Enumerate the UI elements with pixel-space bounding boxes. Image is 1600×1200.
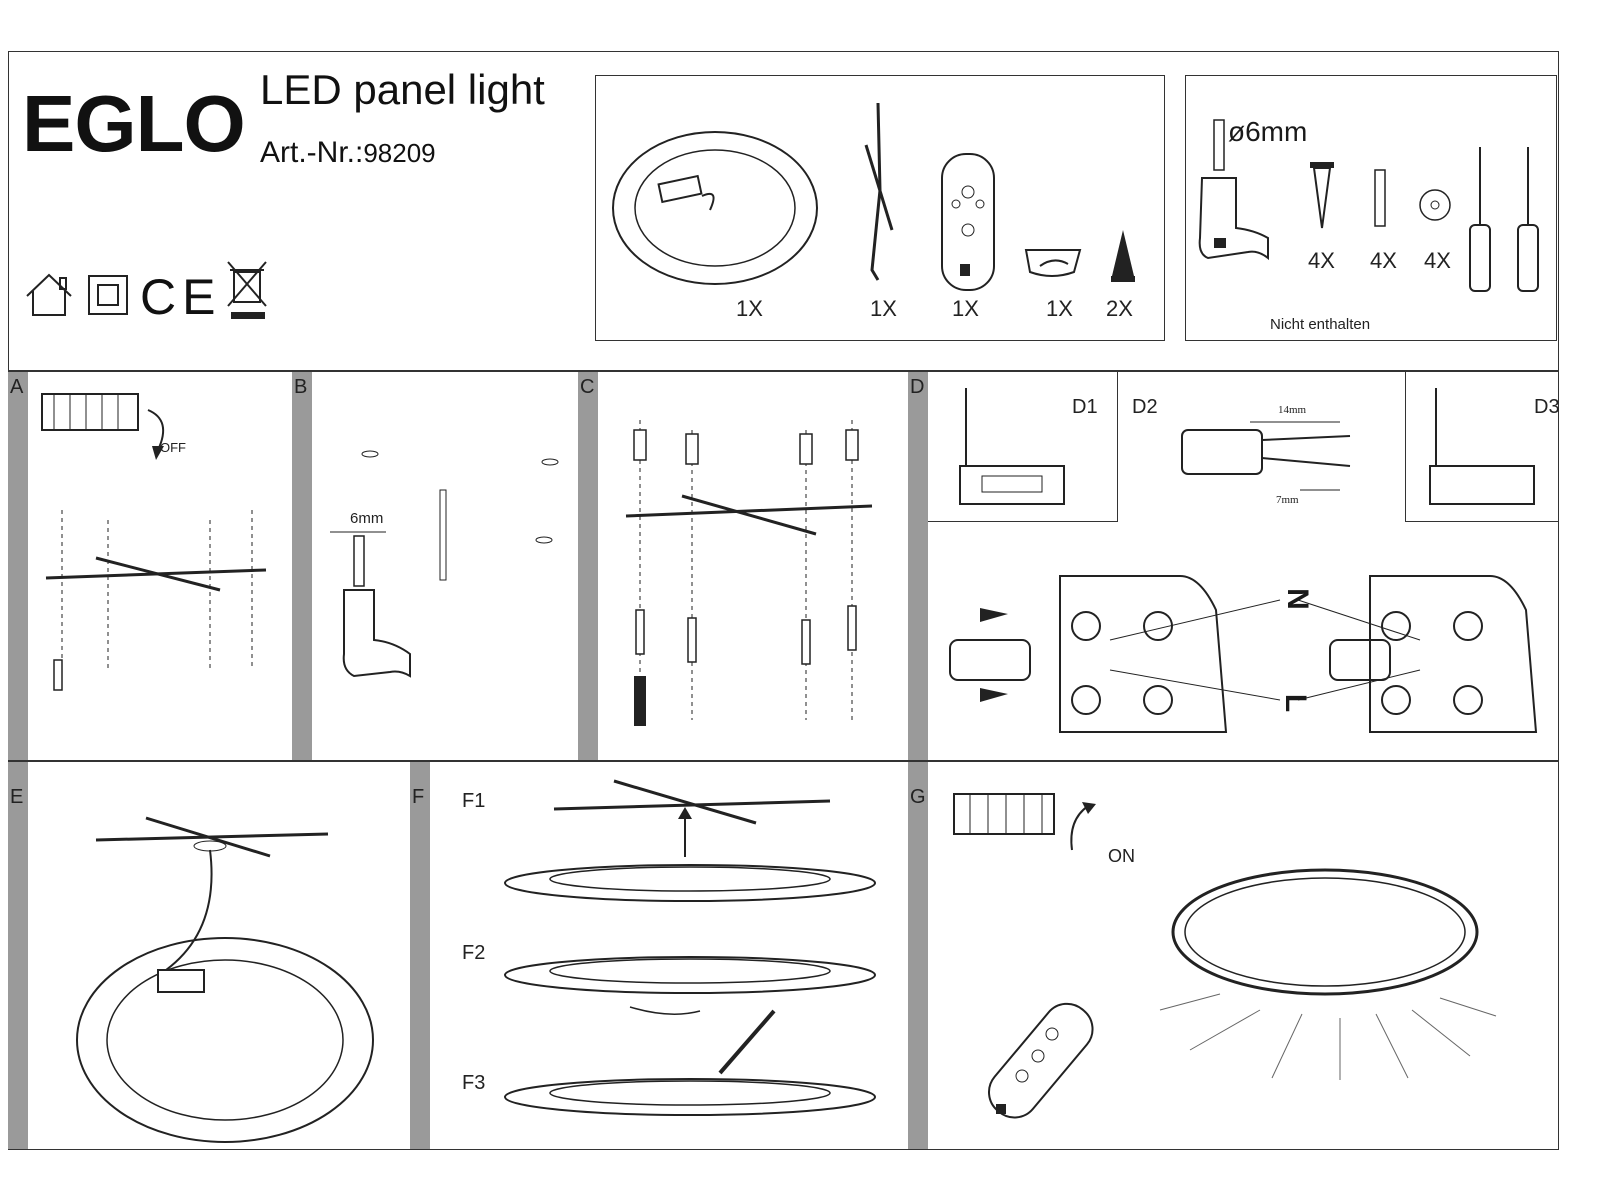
brand-logo: EGLO: [22, 79, 246, 168]
install-bracket-icon: [620, 410, 880, 726]
on-text: ON: [1108, 846, 1135, 866]
bracket-part-icon: [858, 100, 898, 285]
cable-clip-part-icon: [1022, 242, 1084, 282]
connect-panel-icon: [70, 810, 390, 1140]
step-c-letter: C: [580, 376, 595, 398]
d3-terminal-icon: [1422, 386, 1552, 514]
bracket-mark-holes-icon: [40, 500, 280, 700]
step-f-letter: F: [412, 786, 425, 808]
d3-box: [1405, 372, 1559, 522]
not-included-box: [1185, 75, 1557, 341]
article-label: Art.-Nr.:: [260, 136, 364, 169]
remote-control-icon: [980, 996, 1100, 1126]
product-title: LED panel light: [260, 66, 545, 113]
dowel-icon: [1372, 168, 1388, 228]
step-d-letter: D: [910, 376, 925, 398]
header-frame: [8, 51, 1559, 371]
drill-size-b: 6mm: [350, 510, 384, 527]
protection-class-2-icon: [88, 275, 128, 315]
ce-mark-icon: CE: [140, 269, 222, 325]
sidebar-b: [292, 372, 312, 760]
indoor-house-icon: [24, 272, 74, 318]
panel-part-icon: [610, 128, 820, 288]
washer-qty: 4X: [1424, 248, 1451, 273]
lit-panel-icon: [1150, 860, 1500, 1090]
parts-included-box: [595, 75, 1165, 341]
sidebar-a: [8, 372, 28, 760]
sidebar-e: [8, 762, 28, 1149]
screw-extra-icon: [1310, 162, 1334, 230]
clip-qty: 1X: [1046, 296, 1073, 321]
d2-label: D2: [1132, 396, 1158, 418]
screw-qty: 2X: [1106, 296, 1133, 321]
screw-extra-qty: 4X: [1308, 248, 1335, 273]
strip-long-label: 14mm: [1278, 404, 1307, 416]
screwdriver-cross-icon: [1514, 145, 1542, 295]
remote-control-part-icon: [940, 152, 996, 292]
breaker-on-icon: [952, 790, 1096, 890]
step-b-letter: B: [294, 376, 308, 398]
weee-bin-icon: [226, 258, 270, 319]
wiring-diagram: [950, 570, 1550, 740]
screwdriver-slot-icon: [1466, 145, 1494, 295]
sidebar-g: [908, 762, 928, 1149]
mount-panel-icon: [500, 775, 890, 1125]
remote-qty: 1X: [952, 296, 979, 321]
d1-terminal-icon: [952, 386, 1082, 514]
d1-label: D1: [1072, 396, 1098, 418]
d2-strip-cable-icon: [1180, 410, 1360, 510]
f1-label: F1: [462, 790, 486, 812]
terminal-n-label: N: [1280, 588, 1314, 610]
step-a-letter: A: [10, 376, 24, 398]
article-number: Art.-Nr.:98209: [260, 136, 436, 170]
terminal-l-label: L: [1279, 693, 1313, 713]
dowel-qty: 4X: [1370, 248, 1397, 273]
article-value: 98209: [363, 138, 436, 168]
screw-part-icon: [1111, 230, 1135, 282]
sidebar-f: [410, 762, 430, 1149]
breaker-off-icon: [40, 390, 190, 460]
f3-label: F3: [462, 1072, 486, 1094]
not-included-note: Nicht enthalten: [1270, 316, 1371, 333]
sidebar-c: [578, 372, 598, 760]
f2-label: F2: [462, 942, 486, 964]
d1-box: [928, 372, 1118, 522]
panel-qty: 1X: [736, 296, 763, 321]
d3-label: D3: [1534, 396, 1560, 418]
drill-size-label: ø6mm: [1228, 116, 1308, 147]
step-g-letter: G: [910, 786, 926, 808]
washer-icon: [1418, 188, 1452, 222]
sidebar-d: [908, 372, 928, 760]
strip-short-label: 7mm: [1276, 494, 1299, 506]
step-e-letter: E: [10, 786, 24, 808]
off-text: OFF: [160, 440, 186, 455]
drill-ceiling-icon: [330, 440, 570, 710]
bracket-qty: 1X: [870, 296, 897, 321]
drill-icon: [1188, 118, 1274, 268]
